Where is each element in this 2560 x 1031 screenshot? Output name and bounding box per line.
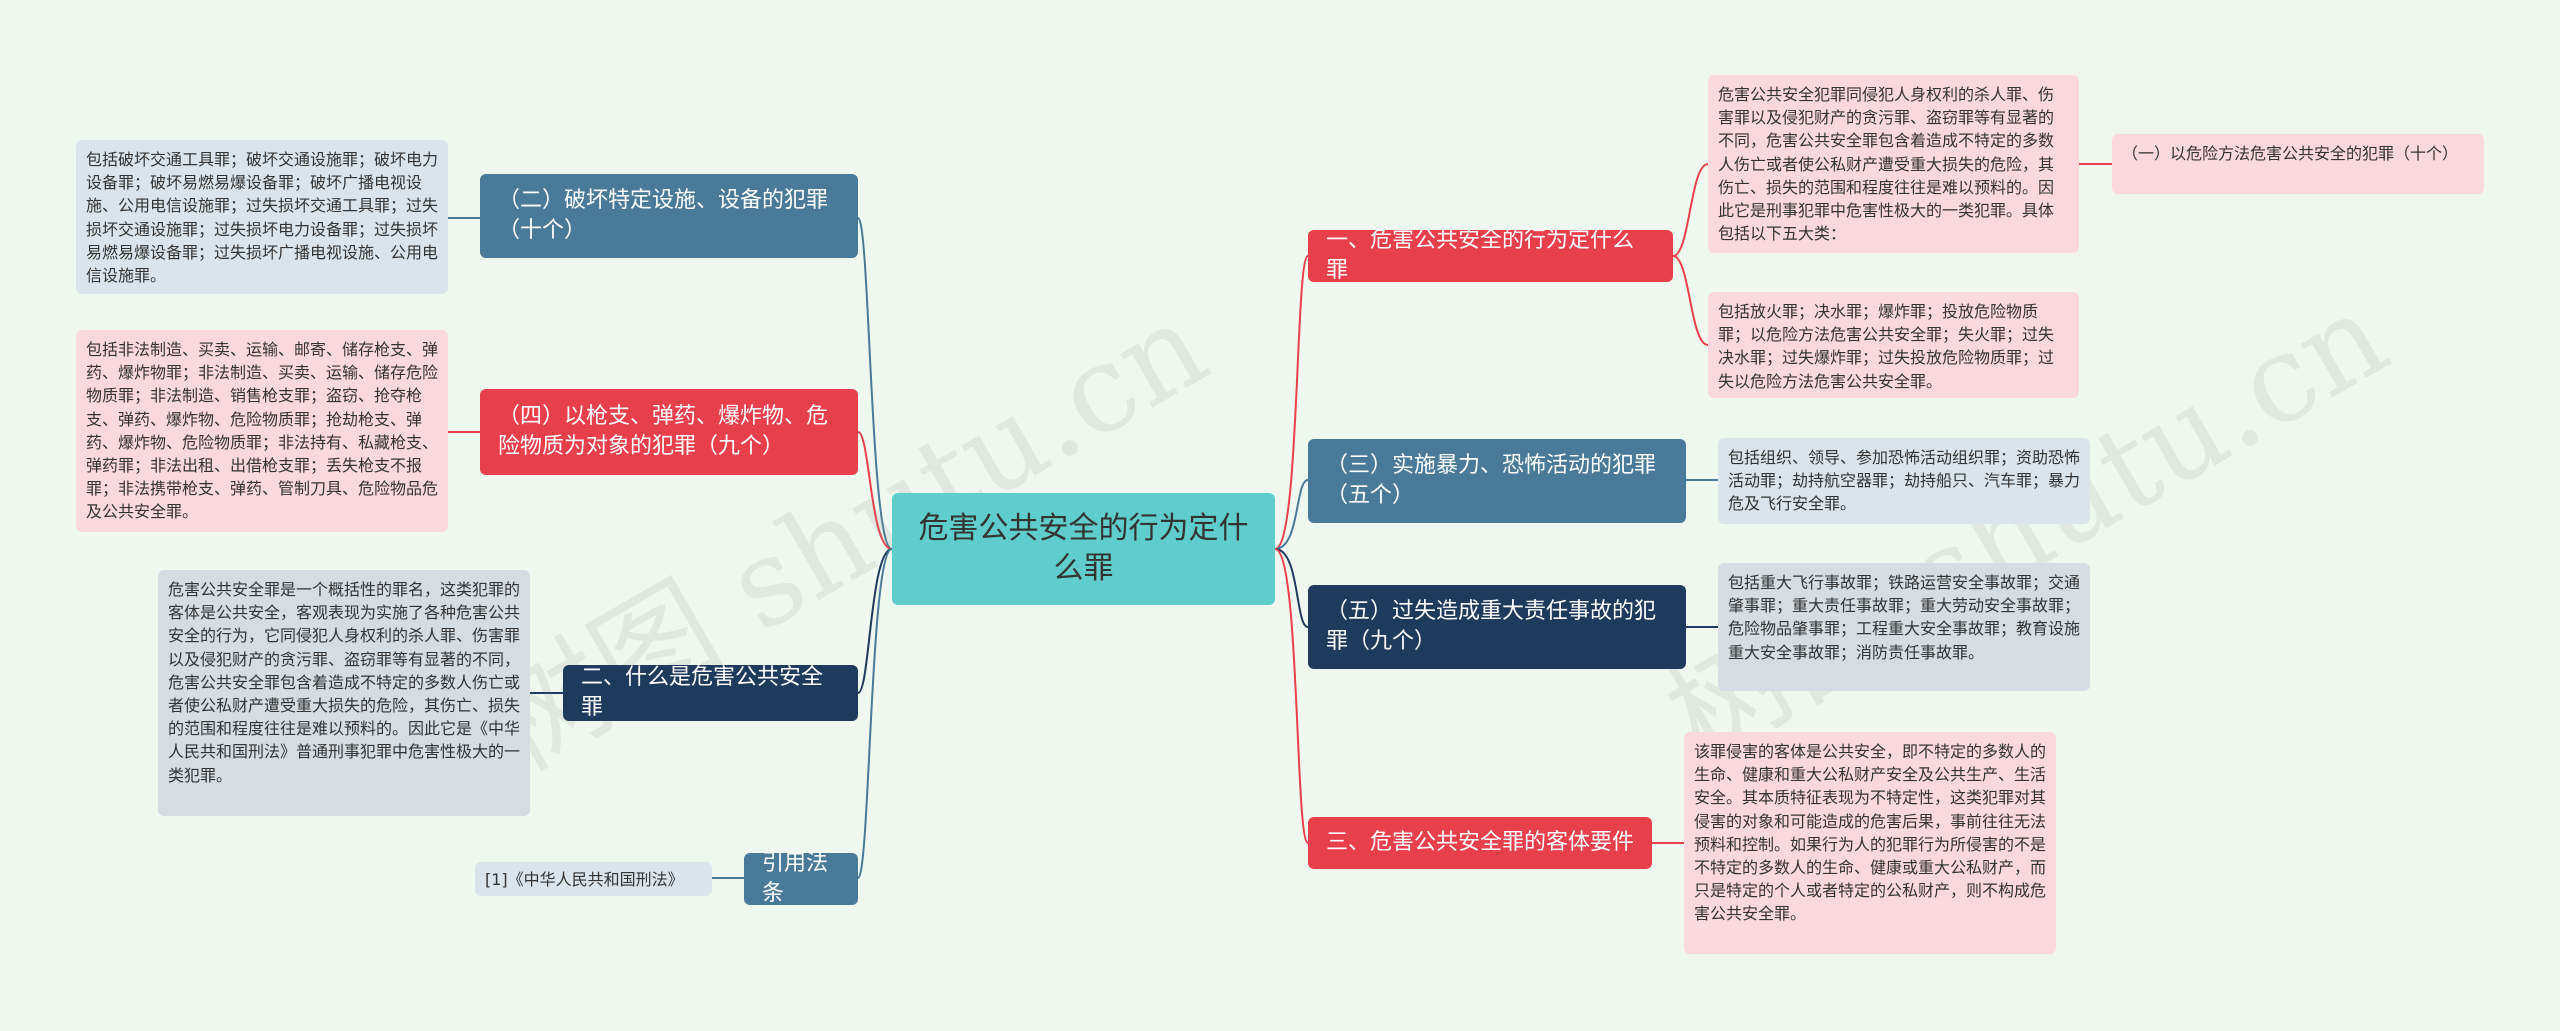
leaf-object-elements: 该罪侵害的客体是公共安全，即不特定的多数人的生命、健康和重大公私财产安全及公共生… bbox=[1684, 732, 2056, 954]
leaf-negligence-accidents: 包括重大飞行事故罪；铁路运营安全事故罪；交通肇事罪；重大责任事故罪；重大劳动安全… bbox=[1718, 563, 2090, 691]
leaf-firearms-crimes: 包括非法制造、买卖、运输、邮寄、储存枪支、弹药、爆炸物罪；非法制造、买卖、运输、… bbox=[76, 330, 448, 532]
branch-destroy-facilities[interactable]: （二）破坏特定设施、设备的犯罪（十个） bbox=[480, 174, 858, 258]
branch-cited-law[interactable]: 引用法条 bbox=[744, 851, 858, 906]
branch-object-elements[interactable]: 三、危害公共安全罪的客体要件 bbox=[1308, 817, 1652, 869]
leaf-dangerous-methods: 包括放火罪；决水罪；爆炸罪；投放危险物质罪；以危险方法危害公共安全罪；失火罪；过… bbox=[1708, 292, 2079, 398]
branch-violence-terror[interactable]: （三）实施暴力、恐怖活动的犯罪（五个） bbox=[1308, 439, 1686, 523]
branch-firearms-crimes[interactable]: （四）以枪支、弹药、爆炸物、危险物质为对象的犯罪（九个） bbox=[480, 389, 858, 475]
link-center-b3 bbox=[857, 548, 893, 694]
link-center-b4 bbox=[857, 548, 893, 879]
link-center-b1 bbox=[857, 217, 893, 550]
link-center-r3 bbox=[1274, 548, 1309, 628]
link-center-r1 bbox=[1274, 255, 1309, 550]
branch-negligence-accidents[interactable]: （五）过失造成重大责任事故的犯罪（九个） bbox=[1308, 585, 1686, 669]
link-r1-leaf2 bbox=[1672, 255, 1709, 346]
link-center-b2 bbox=[857, 431, 893, 550]
sub-dangerous-methods[interactable]: （一）以危险方法危害公共安全的犯罪（十个） bbox=[2112, 134, 2484, 194]
branch-what-is-crime[interactable]: 二、什么是危害公共安全罪 bbox=[563, 665, 858, 721]
branch-what-crime[interactable]: 一、危害公共安全的行为定什么罪 bbox=[1308, 228, 1673, 283]
leaf-destroy-facilities: 包括破坏交通工具罪；破坏交通设施罪；破坏电力设备罪；破坏易燃易爆设备罪；破坏广播… bbox=[76, 140, 448, 294]
leaf-cited-law[interactable]: [1]《中华人民共和国刑法》 bbox=[475, 862, 712, 896]
link-center-r4 bbox=[1274, 548, 1309, 844]
leaf-what-is-crime: 危害公共安全罪是一个概括性的罪名，这类犯罪的客体是公共安全，客观表现为实施了各种… bbox=[158, 570, 530, 816]
link-r1-leaf1 bbox=[1672, 163, 1709, 257]
central-topic[interactable]: 危害公共安全的行为定什么罪 bbox=[892, 493, 1275, 605]
leaf-definition: 危害公共安全犯罪同侵犯人身权利的杀人罪、伤害罪以及侵犯财产的贪污罪、盗窃罪等有显… bbox=[1708, 75, 2079, 253]
link-center-r2 bbox=[1274, 479, 1309, 550]
leaf-violence-terror: 包括组织、领导、参加恐怖活动组织罪；资助恐怖活动罪；劫持航空器罪；劫持船只、汽车… bbox=[1718, 438, 2090, 524]
